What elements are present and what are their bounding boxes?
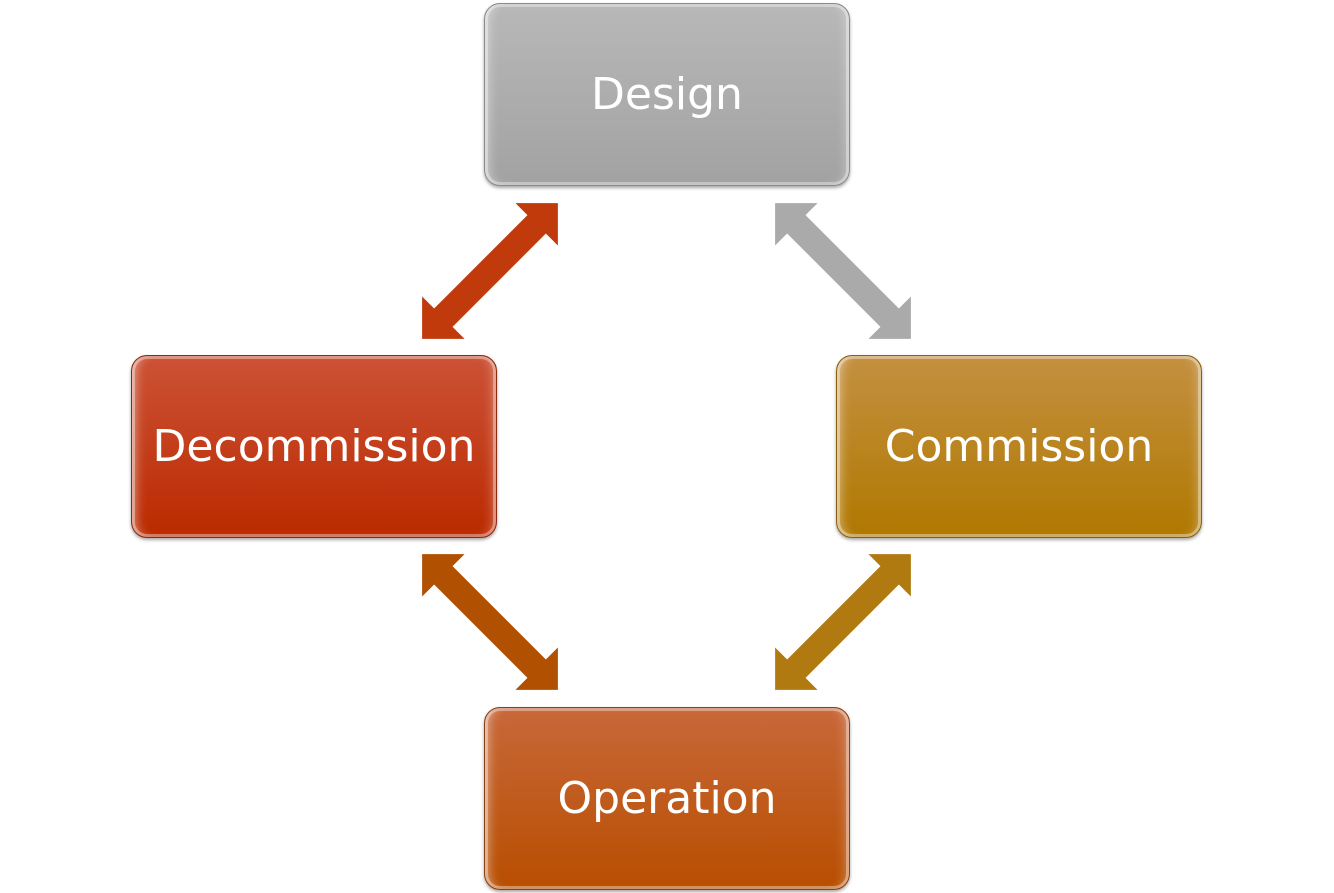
node-commission: Commission: [836, 355, 1202, 538]
node-label: Design: [591, 69, 743, 120]
node-decommission: Decommission: [131, 355, 497, 538]
node-label: Decommission: [152, 421, 476, 472]
node-label: Commission: [884, 421, 1154, 472]
node-design: Design: [484, 3, 850, 186]
arrow-commission-operation: [753, 532, 933, 712]
arrow-operation-decommission: [400, 532, 580, 712]
arrow-design-commission: [753, 181, 933, 361]
node-operation: Operation: [484, 707, 850, 890]
node-label: Operation: [557, 773, 777, 824]
arrow-decommission-design: [400, 181, 580, 361]
